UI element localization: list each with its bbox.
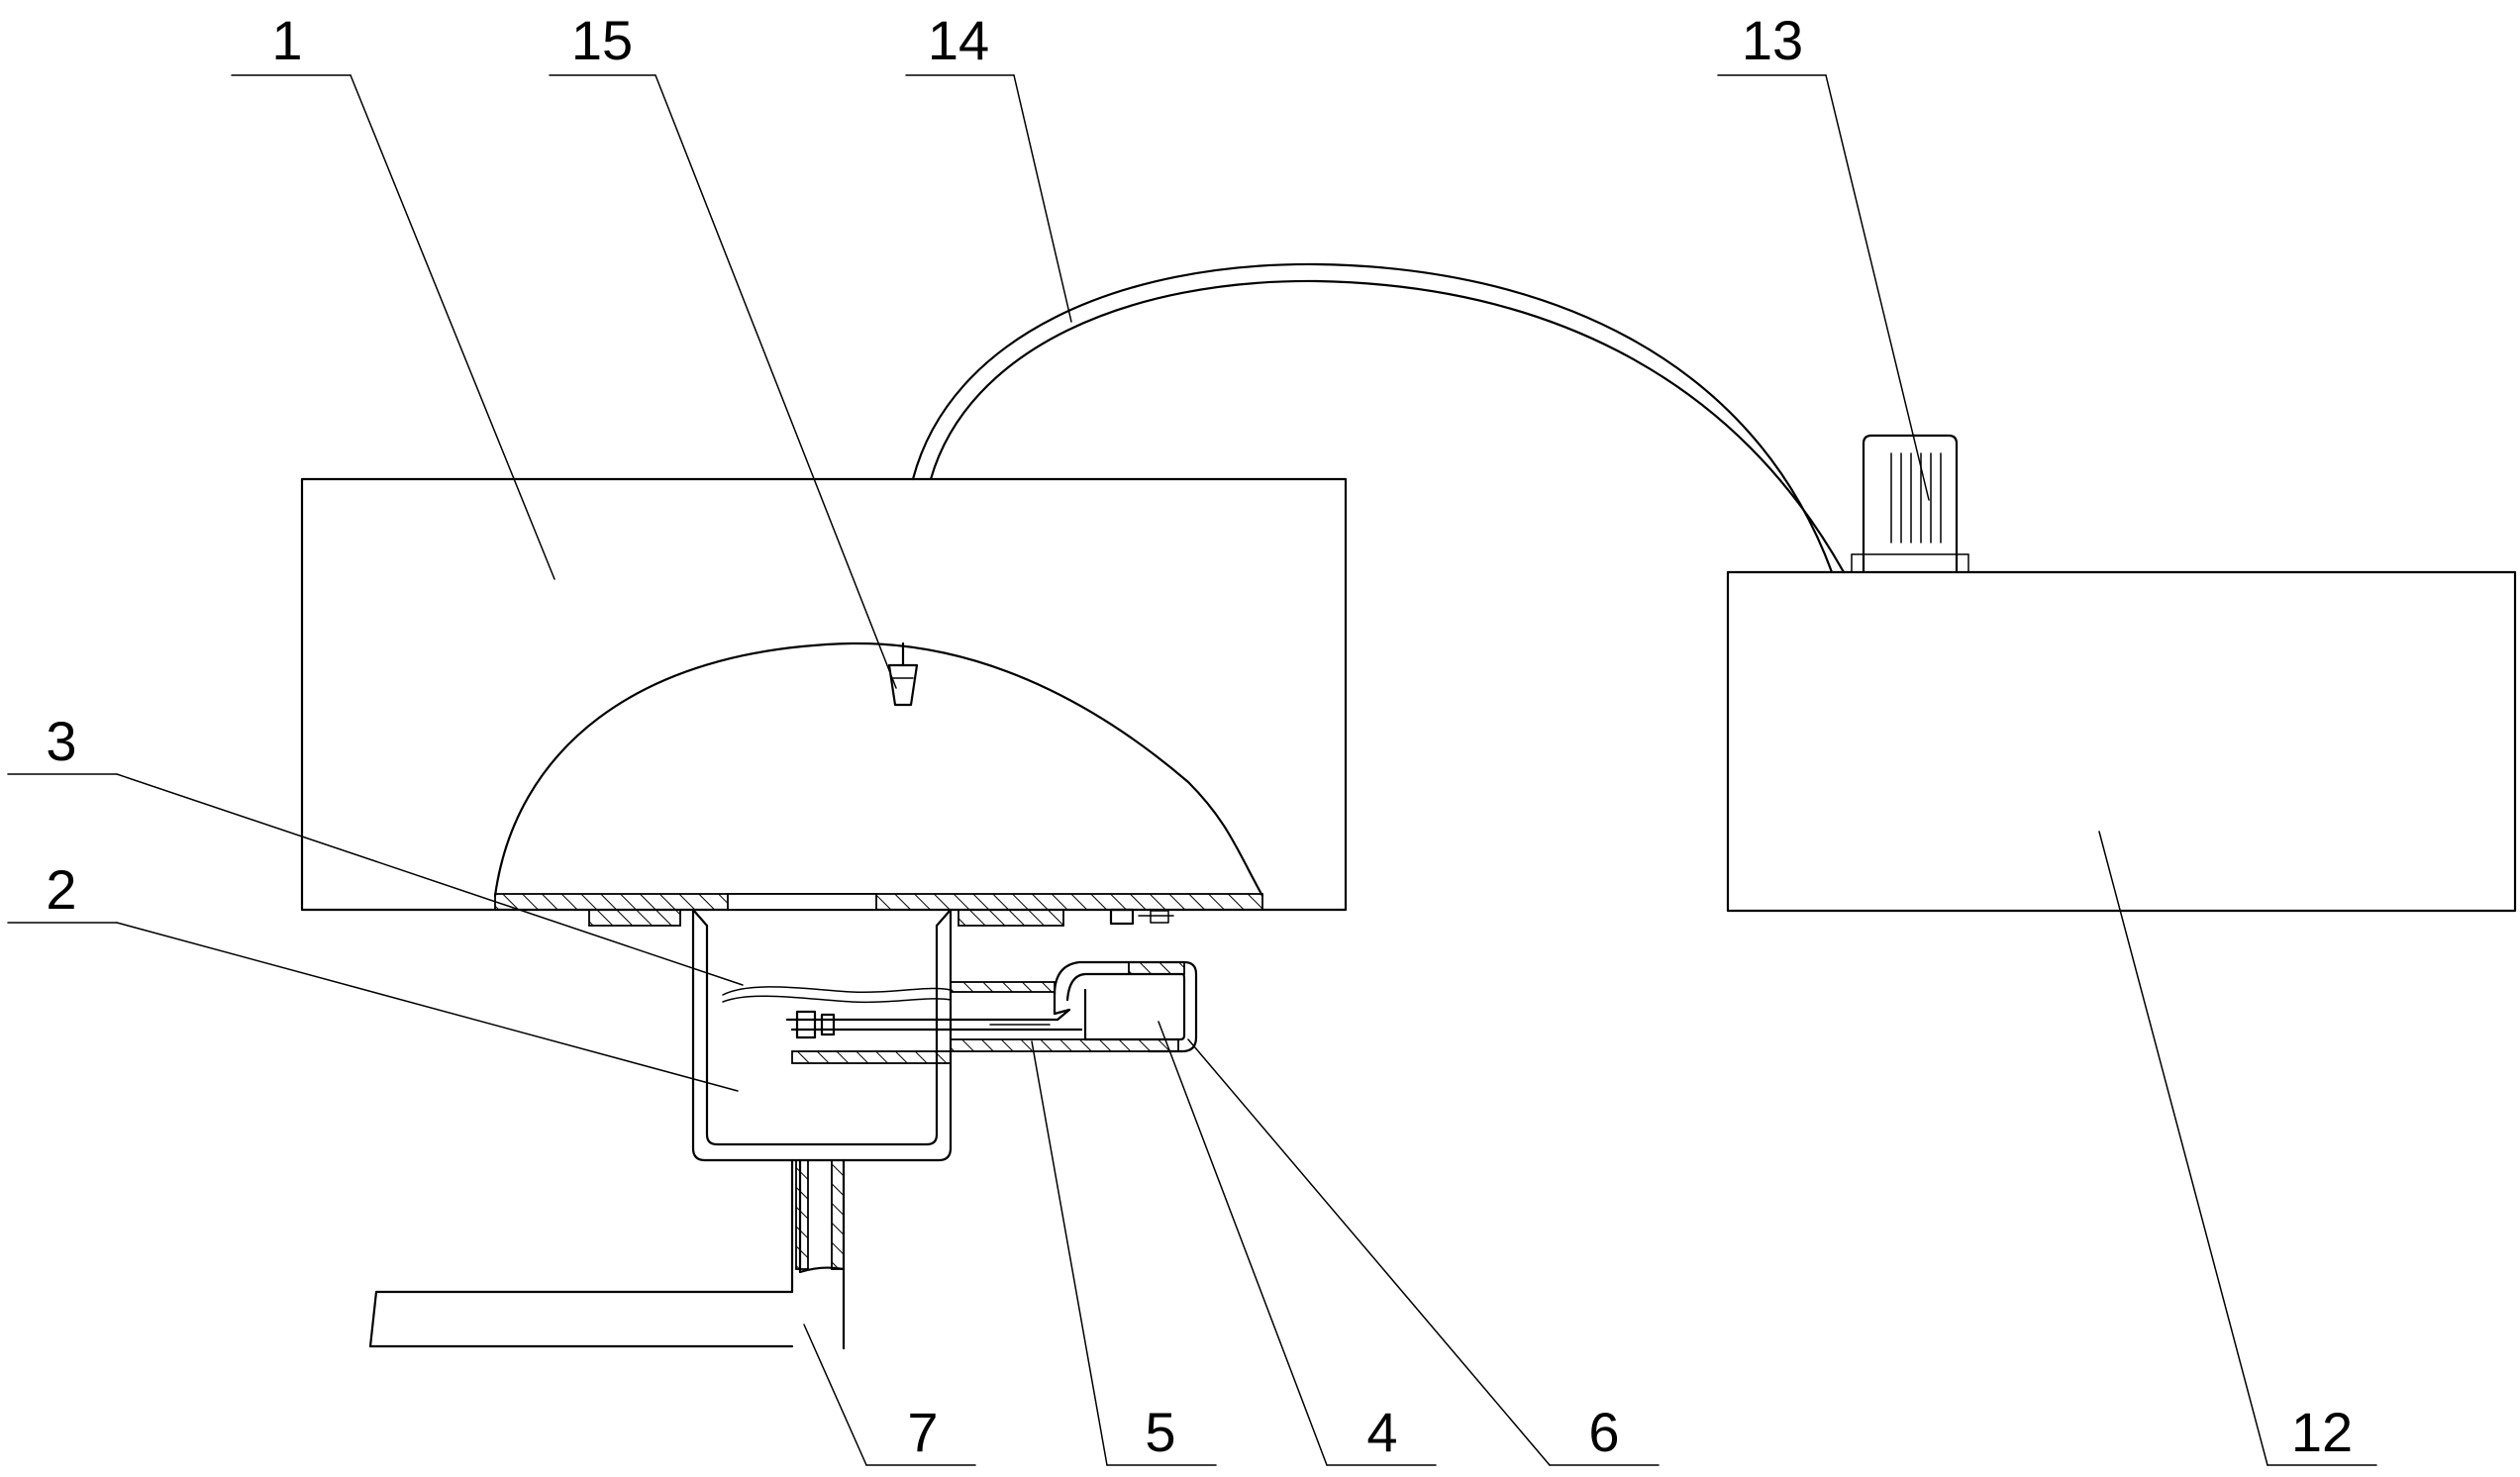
leader-lines [7, 74, 2377, 1466]
nozzle [887, 641, 919, 707]
label-5: 5 [1145, 1401, 1175, 1463]
label-4: 4 [1366, 1401, 1397, 1463]
control-knob [1851, 434, 1969, 574]
motor-housing [1053, 908, 1198, 1053]
connecting-tube [949, 981, 1179, 1052]
label-7: 7 [907, 1401, 938, 1463]
label-1: 1 [271, 9, 302, 71]
label-15: 15 [571, 9, 633, 71]
label-3: 3 [46, 710, 76, 772]
label-14: 14 [928, 9, 989, 71]
lower-chamber [588, 908, 1064, 1162]
impeller [722, 986, 953, 1064]
label-12: 12 [2291, 1401, 2353, 1463]
reference-numerals: 1 15 14 13 3 2 7 5 4 6 12 [46, 9, 2353, 1463]
hose [911, 262, 1846, 574]
label-13: 13 [1742, 9, 1803, 71]
outlet-pipe [368, 1158, 846, 1350]
secondary-unit [1726, 570, 2517, 913]
main-housing [300, 477, 1348, 912]
label-6: 6 [1588, 1401, 1619, 1463]
label-2: 2 [46, 858, 76, 921]
